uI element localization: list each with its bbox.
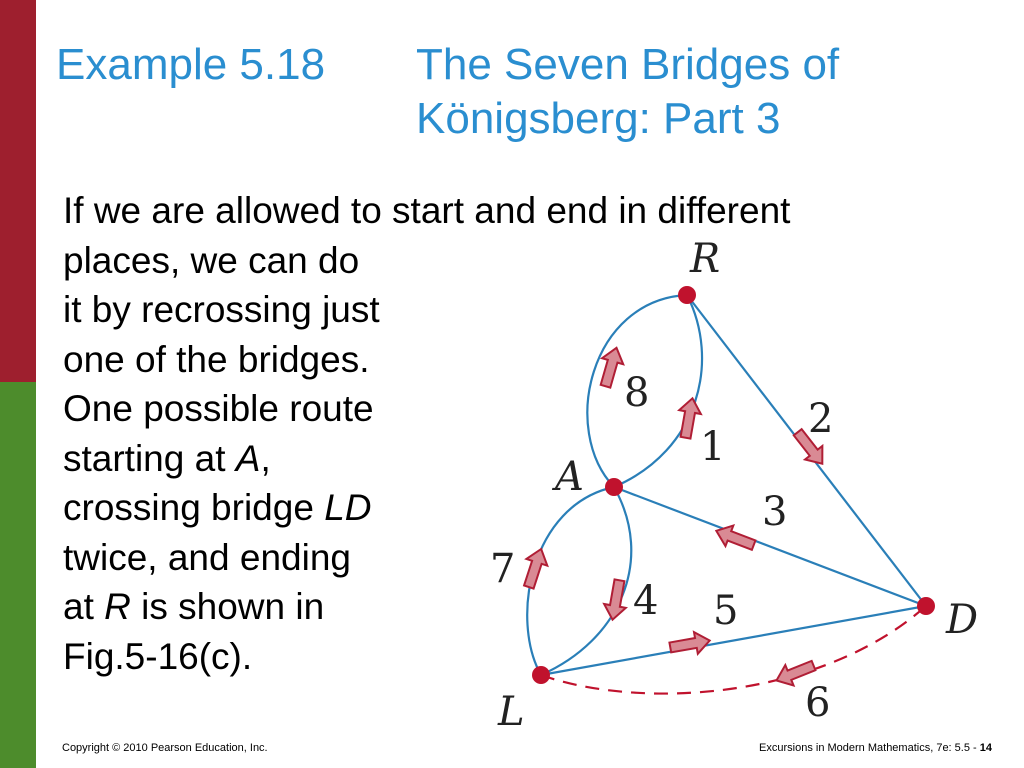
edge-label-1: 1: [700, 424, 725, 470]
arrow-edge-7: [522, 547, 549, 590]
edge-3: [613, 485, 927, 608]
vertex-A: [605, 478, 623, 496]
title-line-1: The Seven Bridges of: [416, 40, 840, 89]
body-line-9: at R is shown in: [63, 582, 790, 632]
arrow-edge-1: [677, 396, 703, 440]
arrow-edge-8: [599, 346, 625, 389]
body-line-8: twice, and ending: [63, 536, 351, 578]
edge-label-6: 6: [805, 680, 830, 726]
body-line-2: places, we can do: [63, 239, 360, 281]
body-text-span: crossing bridge: [63, 487, 325, 528]
body-text-span: at: [63, 586, 105, 627]
arrow-edge-2: [792, 427, 824, 466]
body-line-10: Fig.5-16(c).: [63, 635, 253, 677]
edge-label-4: 4: [633, 578, 658, 624]
body-line-7: crossing bridge LD: [63, 483, 790, 533]
body-line-5: One possible route: [63, 388, 374, 429]
vertex-label-R: R: [689, 236, 720, 282]
body-line-6: starting at A,: [63, 434, 790, 484]
edge-label-3: 3: [762, 489, 787, 535]
body-line-1: If we are allowed to start and end in di…: [63, 190, 791, 231]
arrow-edge-3: [714, 524, 757, 552]
arrow-edge-5: [668, 630, 712, 656]
body-italic-R: R: [104, 586, 131, 627]
body-line-3: it by recrossing just: [63, 289, 380, 330]
edge-5: [540, 604, 927, 677]
body-italic-A: A: [235, 437, 261, 479]
vertex-label-L: L: [497, 689, 525, 735]
vertex-D: [917, 597, 935, 615]
edge-6: [540, 605, 927, 695]
body-text-span: is shown in: [130, 586, 325, 627]
arrow-edge-4: [602, 578, 628, 622]
footer-copyright: Copyright © 2010 Pearson Education, Inc.: [62, 742, 268, 754]
footer-page-number: 14: [979, 742, 992, 754]
arrow-edge-6: [774, 659, 817, 687]
edge-label-5: 5: [713, 588, 738, 634]
footer-source-text: Excursions in Modern Mathematics, 7e: 5.…: [759, 742, 980, 754]
footer-source: Excursions in Modern Mathematics, 7e: 5.…: [759, 742, 992, 754]
edge-label-2: 2: [808, 396, 833, 442]
direction-arrows: [522, 346, 824, 687]
body-text: If we are allowed to start and end in di…: [63, 186, 790, 681]
edge-7: [526, 485, 615, 676]
vertex-L: [532, 666, 550, 684]
example-number: Example 5.18: [56, 40, 326, 89]
vertex-R: [678, 286, 696, 304]
body-text-span: starting at: [63, 437, 236, 479]
vertex-label-A: A: [551, 454, 584, 500]
body-line-4: one of the bridges.: [63, 338, 370, 380]
edge-8: [586, 293, 688, 488]
vertex-label-D: D: [945, 597, 978, 643]
accent-bar-green: [0, 382, 36, 768]
graph-vertices: [532, 286, 935, 684]
title-line-2: Königsberg: Part 3: [416, 94, 781, 143]
edge-label-8: 8: [624, 370, 649, 416]
body-italic-LD: LD: [324, 487, 372, 528]
edge-label-7: 7: [490, 546, 515, 592]
body-text-span: ,: [260, 437, 271, 479]
accent-bar-red: [0, 0, 36, 382]
